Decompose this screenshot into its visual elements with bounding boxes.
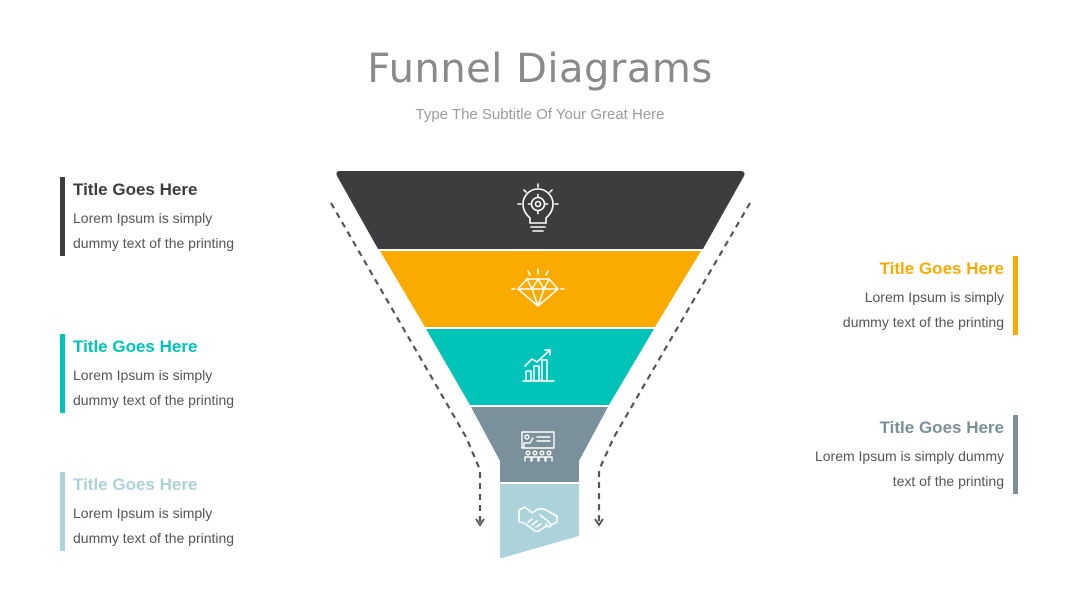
info-block-2-text: Lorem Ipsum is simply dummy text of the p… [774, 285, 1004, 335]
page-subtitle: Type The Subtitle Of Your Great Here [415, 106, 665, 123]
info-block-2-line2: dummy text of the printing [842, 314, 1004, 330]
info-block-2-line1: Lorem Ipsum is simply [864, 289, 1004, 305]
info-block-4-line2: text of the printing [892, 473, 1004, 489]
presentation-meeting-icon [521, 431, 555, 462]
info-block-5-accent-bar [60, 472, 65, 551]
left-dashed-guide [330, 202, 482, 522]
left-arrow-head [475, 518, 485, 527]
info-block-3: Title Goes Here Lorem Ipsum is simply dum… [60, 334, 303, 413]
funnel-stage-5 [500, 484, 579, 559]
info-block-5-title: Title Goes Here [73, 475, 198, 494]
info-block-5-line2: dummy text of the printing [73, 530, 235, 546]
info-block-2-title: Title Goes Here [879, 259, 1004, 278]
growth-chart-icon [522, 349, 555, 382]
info-block-4: Title Goes Here Lorem Ipsum is simply du… [764, 415, 1018, 494]
info-block-3-line2: dummy text of the printing [73, 392, 235, 408]
page-title: Funnel Diagrams [367, 46, 713, 92]
info-block-5-line1: Lorem Ipsum is simply [73, 505, 213, 521]
info-block-4-title: Title Goes Here [879, 418, 1004, 437]
right-arrow-head [594, 518, 604, 527]
diamond-icon [511, 268, 565, 307]
funnel-stage-3 [426, 329, 654, 405]
info-block-1: Title Goes Here Lorem Ipsum is simply dum… [60, 177, 303, 256]
info-block-4-accent-bar [1013, 415, 1018, 494]
info-block-4-line1: Lorem Ipsum is simply dummy [814, 448, 1004, 464]
info-block-5: Title Goes Here Lorem Ipsum is simply dum… [60, 472, 303, 551]
info-block-1-line2: dummy text of the printing [73, 235, 235, 251]
info-block-1-accent-bar [60, 177, 65, 256]
funnel-stage-4 [471, 407, 608, 482]
info-block-1-line1: Lorem Ipsum is simply [73, 210, 213, 226]
info-block-3-text: Lorem Ipsum is simply dummy text of the p… [73, 363, 303, 413]
info-block-3-line1: Lorem Ipsum is simply [73, 367, 213, 383]
handshake-icon [518, 506, 558, 533]
right-dashed-guide [597, 202, 751, 522]
info-block-5-text: Lorem Ipsum is simply dummy text of the p… [73, 501, 303, 551]
info-block-3-accent-bar [60, 334, 65, 413]
info-block-2-accent-bar [1013, 256, 1018, 335]
info-block-4-text: Lorem Ipsum is simply dummy text of the p… [764, 444, 1004, 494]
info-block-1-text: Lorem Ipsum is simply dummy text of the p… [73, 206, 303, 256]
info-block-1-title: Title Goes Here [73, 180, 198, 199]
info-block-3-title: Title Goes Here [73, 337, 198, 356]
lightbulb-gear-icon [517, 183, 559, 232]
info-block-2: Title Goes Here Lorem Ipsum is simply dum… [774, 256, 1018, 335]
